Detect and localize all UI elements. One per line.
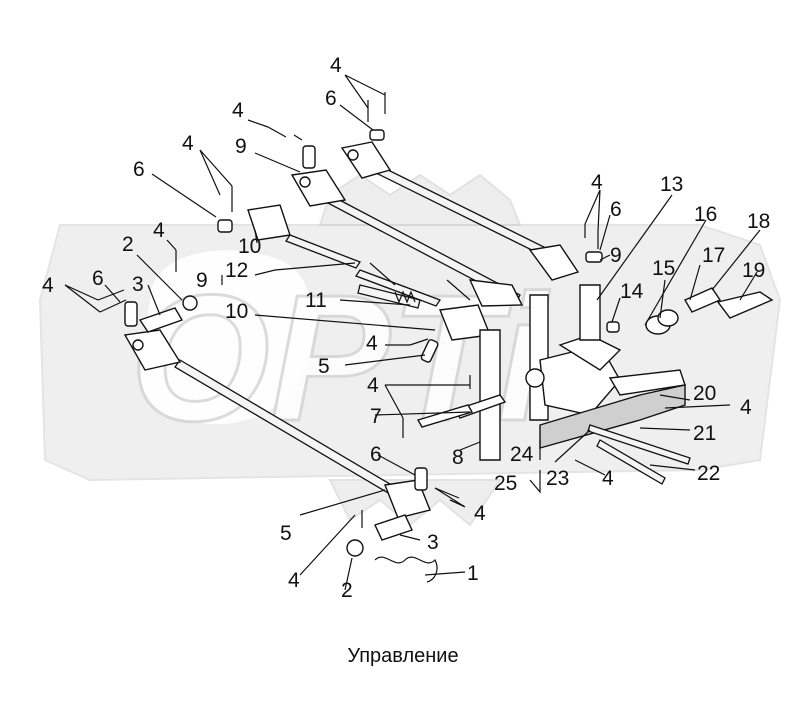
callout-13: 13 — [660, 173, 683, 196]
bracket-assembly — [416, 284, 774, 485]
callout-4-j: 4 — [591, 171, 603, 194]
callout-17: 17 — [702, 244, 725, 267]
callout-19: 19 — [742, 259, 765, 282]
callout-12: 12 — [225, 259, 248, 282]
callout-22: 22 — [697, 462, 720, 485]
rod-long-bottom — [123, 329, 431, 519]
callout-11: 11 — [305, 289, 327, 312]
callout-1: 1 — [467, 562, 479, 585]
callout-15: 15 — [652, 257, 675, 280]
callout-9-b: 9 — [196, 269, 208, 292]
callout-16: 16 — [694, 203, 717, 226]
callout-4-d: 4 — [153, 219, 165, 242]
callout-9-c: 9 — [610, 244, 622, 267]
rod-second — [290, 169, 524, 307]
callout-3-a: 3 — [132, 273, 144, 296]
callout-4-g: 4 — [367, 374, 379, 397]
callout-21: 21 — [693, 422, 716, 445]
callout-14: 14 — [620, 280, 644, 303]
callout-4-h: 4 — [474, 502, 486, 525]
callout-4-f: 4 — [366, 332, 378, 355]
callout-5-b: 5 — [280, 522, 292, 545]
callout-10-a: 10 — [238, 235, 261, 258]
rod-11 — [357, 284, 421, 309]
callout-18: 18 — [747, 210, 770, 233]
callout-4-m: 4 — [602, 467, 614, 490]
callout-4-e: 4 — [42, 274, 54, 297]
callout-4-c: 4 — [182, 132, 194, 155]
callout-6-b: 6 — [133, 158, 145, 181]
callout-5-a: 5 — [318, 355, 330, 378]
callout-4-b: 4 — [232, 99, 244, 122]
callout-6-a: 6 — [325, 87, 337, 110]
callout-3-b: 3 — [427, 531, 439, 554]
rod-top — [340, 141, 580, 281]
callout-2-a: 2 — [122, 233, 134, 256]
callout-7: 7 — [370, 405, 382, 428]
callout-2-b: 2 — [341, 579, 353, 602]
callout-25: 25 — [494, 472, 517, 495]
callout-6-d: 6 — [370, 443, 382, 466]
callout-4-i: 4 — [288, 569, 300, 592]
rod-middle — [247, 204, 491, 341]
callout-10-b: 10 — [225, 300, 248, 323]
callout-8: 8 — [452, 446, 464, 469]
callout-6-c: 6 — [92, 267, 104, 290]
callout-20: 20 — [693, 382, 716, 405]
callout-23: 23 — [546, 467, 569, 490]
small-parts — [97, 92, 603, 583]
callout-6-e: 6 — [610, 198, 622, 221]
callout-4-a: 4 — [330, 54, 342, 77]
callout-9-a: 9 — [235, 135, 247, 158]
callout-4-l: 4 — [740, 396, 752, 419]
callout-24: 24 — [510, 443, 534, 466]
callout-labels: 4 6 4 9 4 6 10 2 4 12 9 6 4 3 11 10 4 5 … — [42, 54, 770, 602]
diagram-caption: Управление — [347, 645, 459, 667]
leader-lines — [64, 74, 761, 591]
